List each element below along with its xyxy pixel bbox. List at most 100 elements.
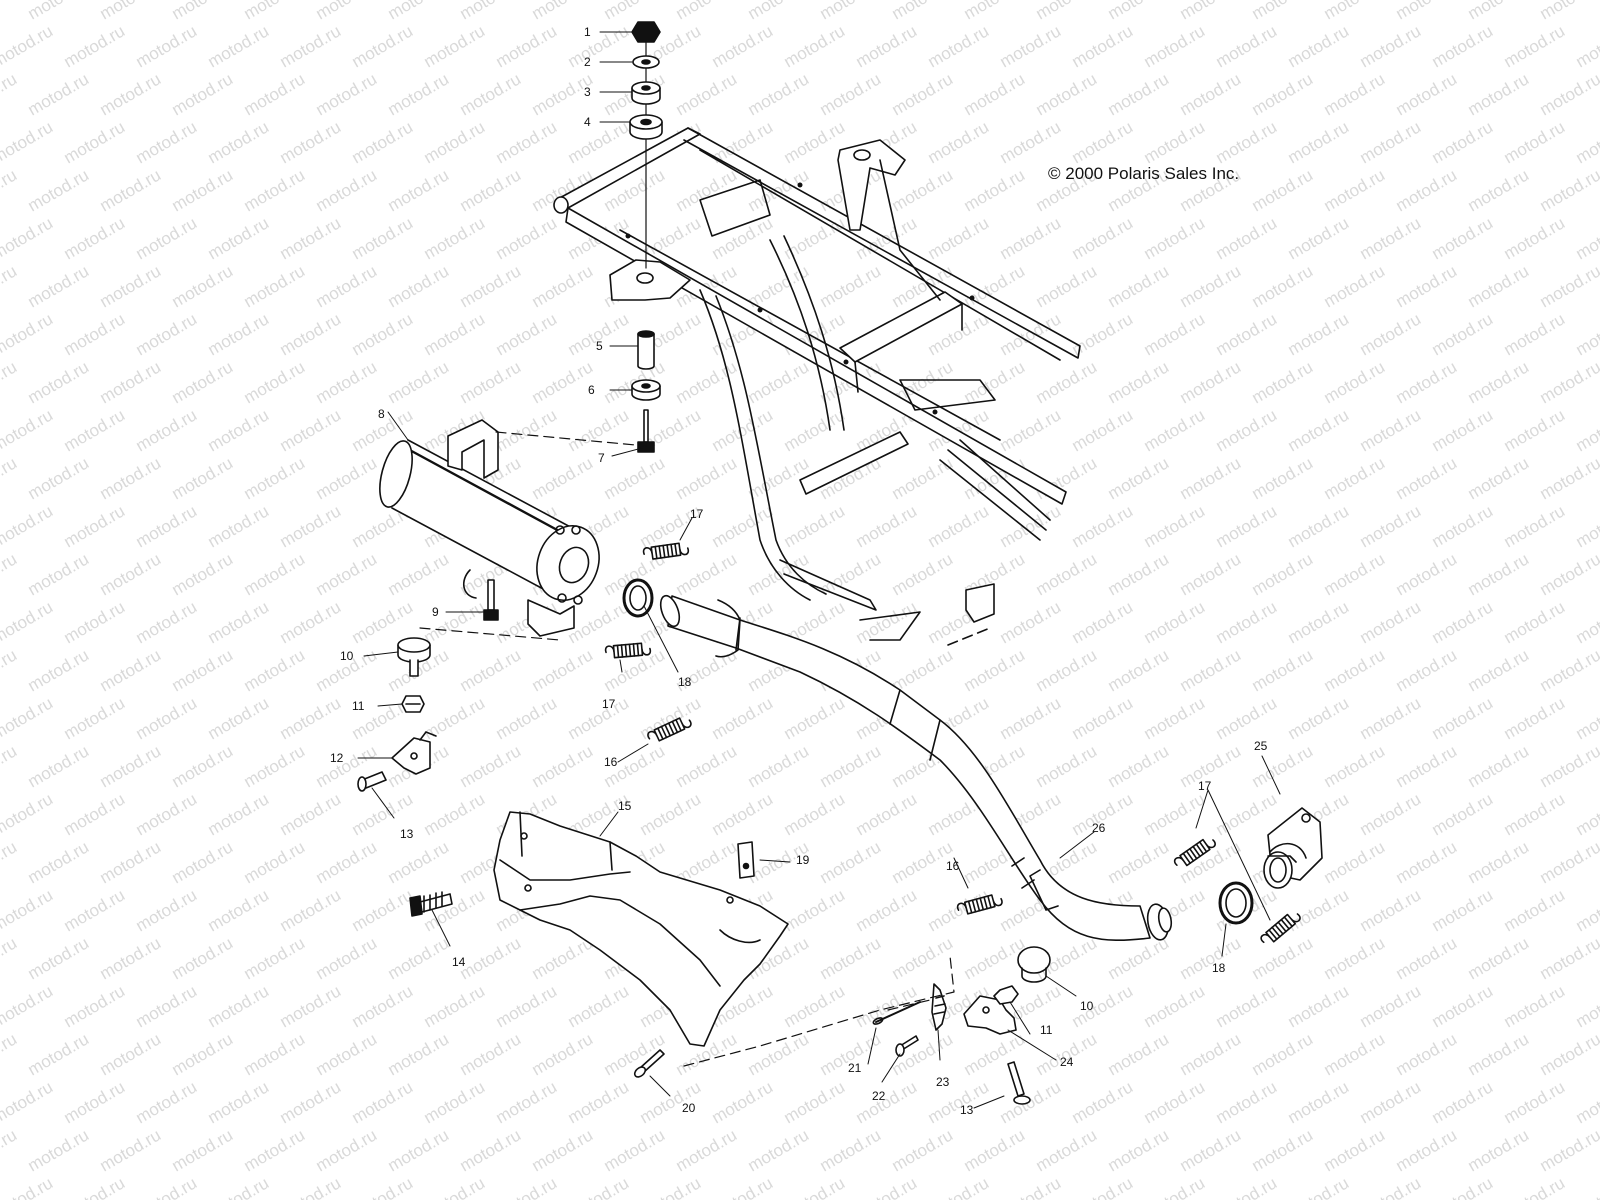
watermark-text: motod.ru [0,789,56,839]
callout-18-left: 18 [678,675,692,689]
watermark-text: motod.ru [493,693,561,743]
watermark-text: motod.ru [1465,357,1533,407]
watermark-text: motod.ru [1393,453,1461,503]
watermark-text: motod.ru [385,1029,453,1079]
watermark-text: motod.ru [1069,213,1137,263]
watermark-text: motod.ru [169,741,237,791]
watermark-text: motod.ru [1537,69,1600,119]
watermark-text: motod.ru [421,693,489,743]
watermark-text: motod.ru [97,261,165,311]
watermark-text: motod.ru [1177,0,1245,23]
watermark-text: motod.ru [1393,741,1461,791]
watermark-text: motod.ru [1465,549,1533,599]
watermark-text: motod.ru [1285,117,1353,167]
watermark-text: motod.ru [349,213,417,263]
watermark-text: motod.ru [1285,597,1353,647]
watermark-text: motod.ru [169,933,237,983]
leader-lines [357,31,1281,1109]
watermark-text: motod.ru [1177,1029,1245,1079]
watermark-text: motod.ru [745,0,813,23]
spring-clip-23 [931,983,947,1031]
watermark-text: motod.ru [1249,1029,1317,1079]
watermark-text: motod.ru [1393,0,1461,23]
callout-8: 8 [378,407,385,421]
watermark-text: motod.ru [1069,981,1137,1031]
watermark-text: motod.ru [1573,405,1600,455]
watermark-text: motod.ru [853,789,921,839]
watermark-text: motod.ru [1573,1173,1600,1200]
seal-18-b [1218,881,1254,925]
watermark-text: motod.ru [277,309,345,359]
watermark-text: motod.ru [817,837,885,887]
watermark-text: motod.ru [1105,837,1173,887]
watermark-text: motod.ru [529,357,597,407]
watermark-text: motod.ru [529,453,597,503]
watermark-text: motod.ru [1465,69,1533,119]
watermark-text: motod.ru [745,1029,813,1079]
watermark-text: motod.ru [169,837,237,887]
bolt-13-b [1007,1061,1025,1097]
watermark-text: motod.ru [1321,1029,1389,1079]
watermark-text: motod.ru [1069,1173,1137,1200]
watermark-text: motod.ru [205,405,273,455]
watermark-text: motod.ru [1249,645,1317,695]
watermark-text: motod.ru [1501,117,1569,167]
watermark-text: motod.ru [1213,309,1281,359]
watermark-text: motod.ru [421,789,489,839]
watermark-text: motod.ru [1465,933,1533,983]
watermark-text: motod.ru [1321,357,1389,407]
watermark-text: motod.ru [25,357,93,407]
watermark-text: motod.ru [1357,213,1425,263]
watermark-text: motod.ru [0,549,20,599]
watermark-text: motod.ru [817,933,885,983]
watermark-text: motod.ru [241,357,309,407]
watermark-text: motod.ru [0,165,20,215]
callout-11-left: 11 [352,699,365,713]
watermark-text: motod.ru [565,1077,633,1127]
watermark-text: motod.ru [133,885,201,935]
watermark-text: motod.ru [1141,693,1209,743]
watermark-text: motod.ru [97,1125,165,1175]
watermark-text: motod.ru [1357,117,1425,167]
watermark-text: motod.ru [817,1125,885,1175]
nut-11-b [993,985,1019,1005]
watermark-text: motod.ru [313,357,381,407]
watermark-text: motod.ru [1465,0,1533,23]
watermark-text: motod.ru [601,453,669,503]
watermark-text: motod.ru [1285,885,1353,935]
watermark-text: motod.ru [0,597,56,647]
watermark-text: motod.ru [1357,405,1425,455]
watermark-text: motod.ru [205,213,273,263]
watermark-text: motod.ru [313,1125,381,1175]
watermark-text: motod.ru [889,1125,957,1175]
watermark-text: motod.ru [0,0,20,23]
watermark-text: motod.ru [1465,261,1533,311]
watermark-text: motod.ru [385,837,453,887]
watermark-text: motod.ru [0,981,56,1031]
watermark-text: motod.ru [1321,165,1389,215]
callout-24: 24 [1060,1055,1074,1069]
watermark-text: motod.ru [673,453,741,503]
watermark-text: motod.ru [1105,1125,1173,1175]
watermark-text: motod.ru [1357,1077,1425,1127]
watermark-text: motod.ru [133,405,201,455]
watermark-text: motod.ru [421,1173,489,1200]
watermark-text: motod.ru [1537,0,1600,23]
watermark-text: motod.ru [61,117,129,167]
watermark-text: motod.ru [457,261,525,311]
watermark-text: motod.ru [349,981,417,1031]
watermark-text: motod.ru [1285,501,1353,551]
watermark-text: motod.ru [97,1029,165,1079]
frame [553,127,1081,646]
callout-13-left: 13 [400,827,414,841]
watermark-text: motod.ru [1429,981,1497,1031]
watermark-text: motod.ru [1573,693,1600,743]
callout-7: 7 [598,451,605,465]
watermark-text: motod.ru [493,213,561,263]
callout-12: 12 [330,751,344,765]
watermark-text: motod.ru [205,885,273,935]
watermark-text: motod.ru [1177,1125,1245,1175]
watermark-text: motod.ru [133,1173,201,1200]
watermark-text: motod.ru [169,357,237,407]
watermark-text: motod.ru [1393,69,1461,119]
